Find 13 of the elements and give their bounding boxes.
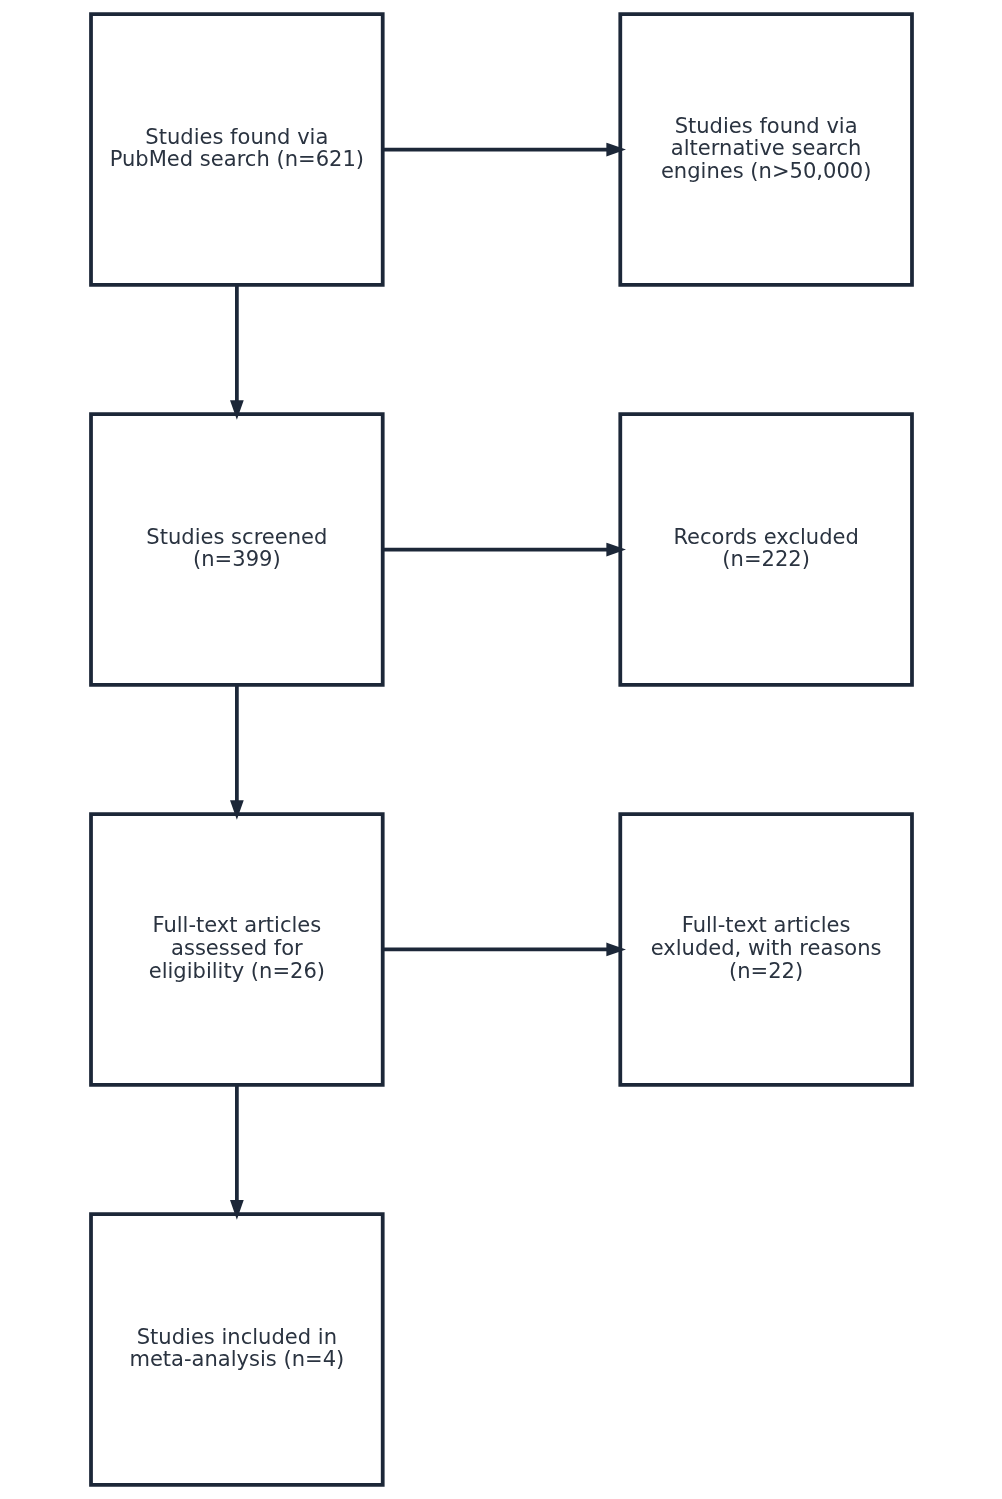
node-box: Studies found via alternative search engines (n>50,000)	[617, 12, 914, 287]
arrow	[382, 142, 626, 157]
node-box: Full-text articles assessed for eligibility (n=26)	[88, 812, 385, 1087]
arrow	[382, 542, 626, 557]
arrow	[382, 942, 626, 957]
arrow	[229, 284, 244, 420]
node-box: Studies included in meta-analysis (n=4)	[88, 1212, 385, 1487]
node-box: Full-text articles exluded, with reasons (n=22)	[617, 812, 914, 1087]
node-box: Studies screened (n=399)	[88, 412, 385, 687]
node-box: Records excluded (n=222)	[617, 412, 914, 687]
node-box: Studies found via PubMed search (n=621)	[88, 12, 385, 287]
arrow	[229, 684, 244, 820]
arrow	[229, 1084, 244, 1220]
